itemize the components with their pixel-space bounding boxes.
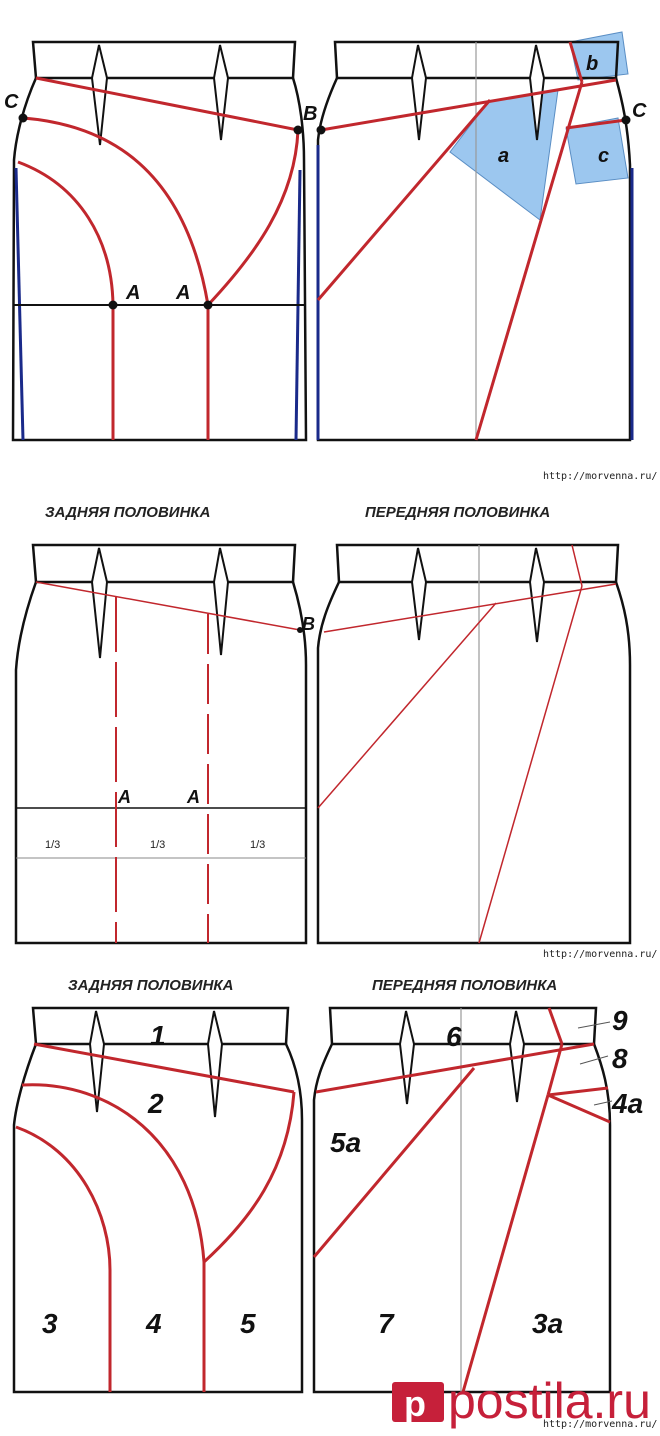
piece-number: 5a (330, 1127, 361, 1158)
panel-1-front: B C a b c (303, 31, 647, 442)
front-half-title: ПЕРЕДНЯЯ ПОЛОВИНКА (365, 504, 550, 521)
back-half-title: ЗАДНЯЯ ПОЛОВИНКА (45, 504, 210, 521)
point-a (108, 300, 118, 310)
label-a: A (186, 787, 200, 807)
source-url: http://morvenna.ru/ (543, 1419, 657, 1430)
back-half-title: ЗАДНЯЯ ПОЛОВИНКА (68, 977, 233, 994)
label-a: A (175, 282, 190, 304)
piece-number: 1 (150, 1020, 166, 1051)
piece-c-label: c (598, 145, 609, 167)
piece-b-label: b (586, 53, 598, 75)
dart (212, 44, 230, 141)
panel-3-front: 6 5a 7 3a 9 8 4a (312, 1005, 643, 1394)
piece-number: 2 (147, 1088, 164, 1119)
panel-2-front (316, 543, 632, 945)
source-url: http://morvenna.ru/ (543, 471, 657, 482)
piece-a-label: a (498, 145, 509, 167)
point-c (621, 115, 631, 125)
piece-number: 8 (612, 1043, 628, 1074)
piece-number: 6 (446, 1021, 462, 1052)
label-b: B (303, 103, 317, 125)
insert-c (565, 117, 629, 185)
piece-number: 9 (612, 1005, 628, 1036)
label-a: A (117, 787, 131, 807)
fraction-label: 1/3 (150, 839, 165, 851)
panel-2-back: B A A 1/3 1/3 1/3 (14, 543, 315, 945)
point-b (316, 125, 326, 135)
point-a (203, 300, 213, 310)
watermark: p postila.ru (392, 1373, 651, 1429)
front-half-title: ПЕРЕДНЯЯ ПОЛОВИНКА (372, 977, 557, 994)
insert-b (569, 31, 629, 81)
panel-3-back: 1 2 3 4 5 (12, 1006, 304, 1394)
piece-number: 3 (42, 1308, 58, 1339)
watermark-logo-icon (392, 1382, 444, 1422)
label-c: C (632, 100, 647, 122)
label-c: C (4, 91, 19, 113)
piece-number: 5 (240, 1308, 256, 1339)
piece-number: 7 (378, 1308, 395, 1339)
label-b: B (302, 614, 315, 634)
piece-number: 3a (532, 1308, 563, 1339)
dart (90, 44, 109, 146)
point-c (18, 113, 28, 123)
svg-text:p: p (404, 1383, 426, 1424)
source-url: http://morvenna.ru/ (543, 949, 657, 960)
piece-number: 4 (145, 1308, 162, 1339)
piece-number: 4a (611, 1088, 643, 1119)
fraction-label: 1/3 (250, 839, 265, 851)
fraction-label: 1/3 (45, 839, 60, 851)
point-b (293, 125, 303, 135)
panel-1-back: C A A (4, 40, 308, 442)
label-a: A (125, 282, 140, 304)
watermark-text: postila.ru (448, 1373, 651, 1429)
dart (410, 44, 428, 141)
